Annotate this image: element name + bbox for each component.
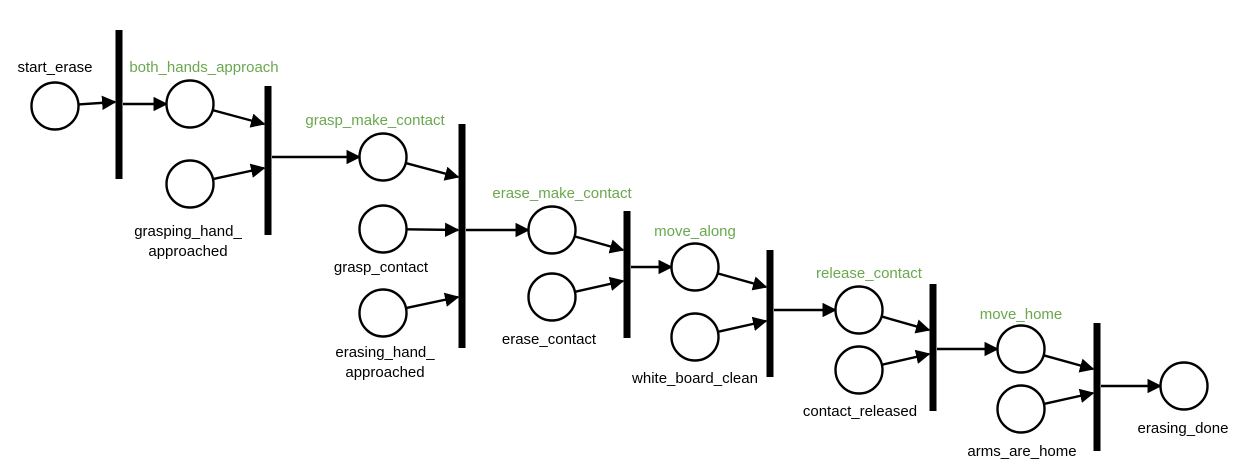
transition-bar-t1 <box>115 30 123 179</box>
arc-grasping_hand_approached-to-t2 <box>212 163 266 181</box>
place-label-erasing_hand_approached: approached <box>345 364 424 381</box>
place-label-grasping_hand_approached: approached <box>148 243 227 260</box>
arc-p_gmc-to-t3 <box>405 161 460 181</box>
place-label-contact_released: contact_released <box>803 403 917 420</box>
place-label-start_erase: start_erase <box>17 59 92 76</box>
arc-p_emc-to-t4 <box>574 235 625 254</box>
place-p_mh <box>996 324 1046 374</box>
place-label-grasping_hand_approached: grasping_hand_ <box>134 223 242 240</box>
arc-erase_contact-to-t4 <box>574 276 625 294</box>
transition-label-t2: grasp_make_contact <box>305 112 445 129</box>
place-arms_are_home <box>996 384 1046 434</box>
arc-p_bha-to-t2 <box>212 108 266 128</box>
transition-bar-t2 <box>264 86 272 235</box>
place-contact_released <box>834 345 884 395</box>
place-label-grasp_contact: grasp_contact <box>334 259 429 276</box>
arcs-layer <box>78 95 1162 406</box>
arc-start_erase-to-t1 <box>78 95 117 111</box>
place-erasing_hand_approached <box>358 288 408 338</box>
arc-grasp_contact-to-t3 <box>406 222 460 238</box>
place-start_erase <box>30 81 80 131</box>
transition-label-t3: erase_make_contact <box>492 185 632 202</box>
place-label-erase_contact: erase_contact <box>502 331 597 348</box>
transition-label-t6: move_home <box>980 306 1063 323</box>
transition-bar-t4 <box>623 211 631 338</box>
transition-bar-t6 <box>929 284 937 411</box>
place-p_bha <box>165 79 215 129</box>
transition-bar-t3 <box>458 124 466 348</box>
place-white_board_clean <box>670 312 720 362</box>
transition-label-t5: release_contact <box>816 265 923 282</box>
place-p_rc <box>834 285 884 335</box>
arc-p_rc-to-t6 <box>881 315 931 334</box>
transitions-layer <box>115 30 1101 451</box>
place-grasping_hand_approached <box>165 159 215 209</box>
transition-label-t4: move_along <box>654 223 736 240</box>
transition-bar-t7 <box>1093 323 1101 451</box>
place-grasp_contact <box>358 204 408 254</box>
place-label-white_board_clean: white_board_clean <box>631 370 758 387</box>
arc-p_mh-to-t7 <box>1043 354 1095 373</box>
place-erase_contact <box>527 272 577 322</box>
places-layer <box>30 79 1209 434</box>
arc-p_ma-to-t5 <box>717 272 768 291</box>
place-p_emc <box>527 205 577 255</box>
place-label-erasing_hand_approached: erasing_hand_ <box>335 344 435 361</box>
place-p_ma <box>670 242 720 292</box>
place-erasing_done <box>1159 361 1209 411</box>
arc-arms_are_home-to-t7 <box>1043 388 1095 406</box>
arc-white_board_clean-to-t5 <box>717 316 768 334</box>
transition-bar-t5 <box>766 250 774 377</box>
place-label-arms_are_home: arms_are_home <box>967 443 1076 460</box>
transition-label-t1: both_hands_approach <box>129 59 278 76</box>
arc-erasing_hand_approached-to-t3 <box>405 292 460 310</box>
labels-layer: both_hands_approach grasp_make_contactera… <box>17 59 1228 460</box>
place-p_gmc <box>358 132 408 182</box>
arc-contact_released-to-t6 <box>881 349 931 366</box>
place-label-erasing_done: erasing_done <box>1138 420 1229 437</box>
